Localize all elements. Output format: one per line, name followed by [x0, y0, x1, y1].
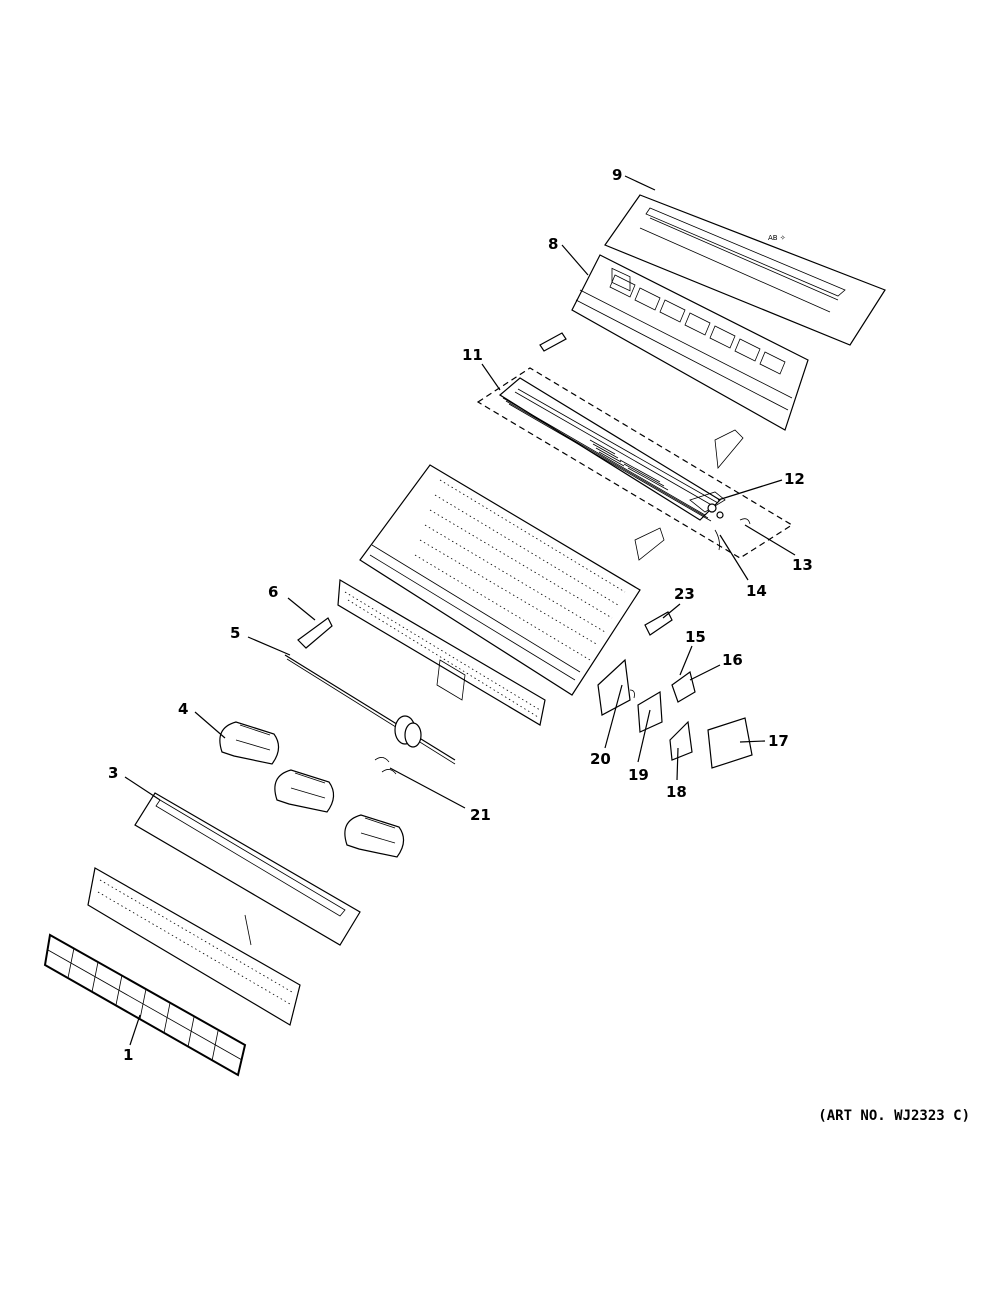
callout-4: 4 [178, 700, 188, 718]
callout-16: 16 [722, 651, 743, 669]
callout-9: 9 [612, 166, 622, 184]
art-number: (ART NO. WJ2323 C) [818, 1108, 970, 1124]
part-21-clip [374, 757, 397, 775]
front-grille-frame [87, 867, 301, 1026]
part-6-bracket [297, 617, 333, 649]
callout-12: 12 [784, 470, 805, 488]
callout-20: 20 [590, 750, 611, 768]
callout-11: 11 [462, 346, 483, 364]
main-chassis [337, 464, 641, 726]
callout-23: 23 [674, 585, 695, 603]
callout-1: 1 [123, 1046, 133, 1064]
part-8-front-frame [571, 254, 809, 431]
parts-12-14-fittings [634, 503, 751, 561]
part-1-filter [43, 933, 247, 1077]
part-5-fan-shaft [284, 654, 456, 765]
callout-5: 5 [230, 624, 240, 642]
callout-13: 13 [792, 556, 813, 574]
part-11-evaporator [476, 367, 794, 559]
leader-lines [124, 175, 796, 1046]
callout-18: 18 [666, 783, 687, 801]
part-4-blower-wheels [219, 721, 405, 858]
callout-6: 6 [268, 583, 278, 601]
callout-14: 14 [746, 582, 767, 600]
callout-19: 19 [628, 766, 649, 784]
svg-text:AB ✧: AB ✧ [768, 234, 786, 242]
part-9-top-cover: AB ✧ [604, 194, 886, 346]
small-clip-upper [539, 332, 567, 352]
callout-15: 15 [685, 628, 706, 646]
callout-21: 21 [470, 806, 491, 824]
callout-8: 8 [548, 235, 558, 253]
callout-17: 17 [768, 732, 789, 750]
part-3-louver-panel [134, 792, 361, 946]
callout-3: 3 [108, 764, 118, 782]
